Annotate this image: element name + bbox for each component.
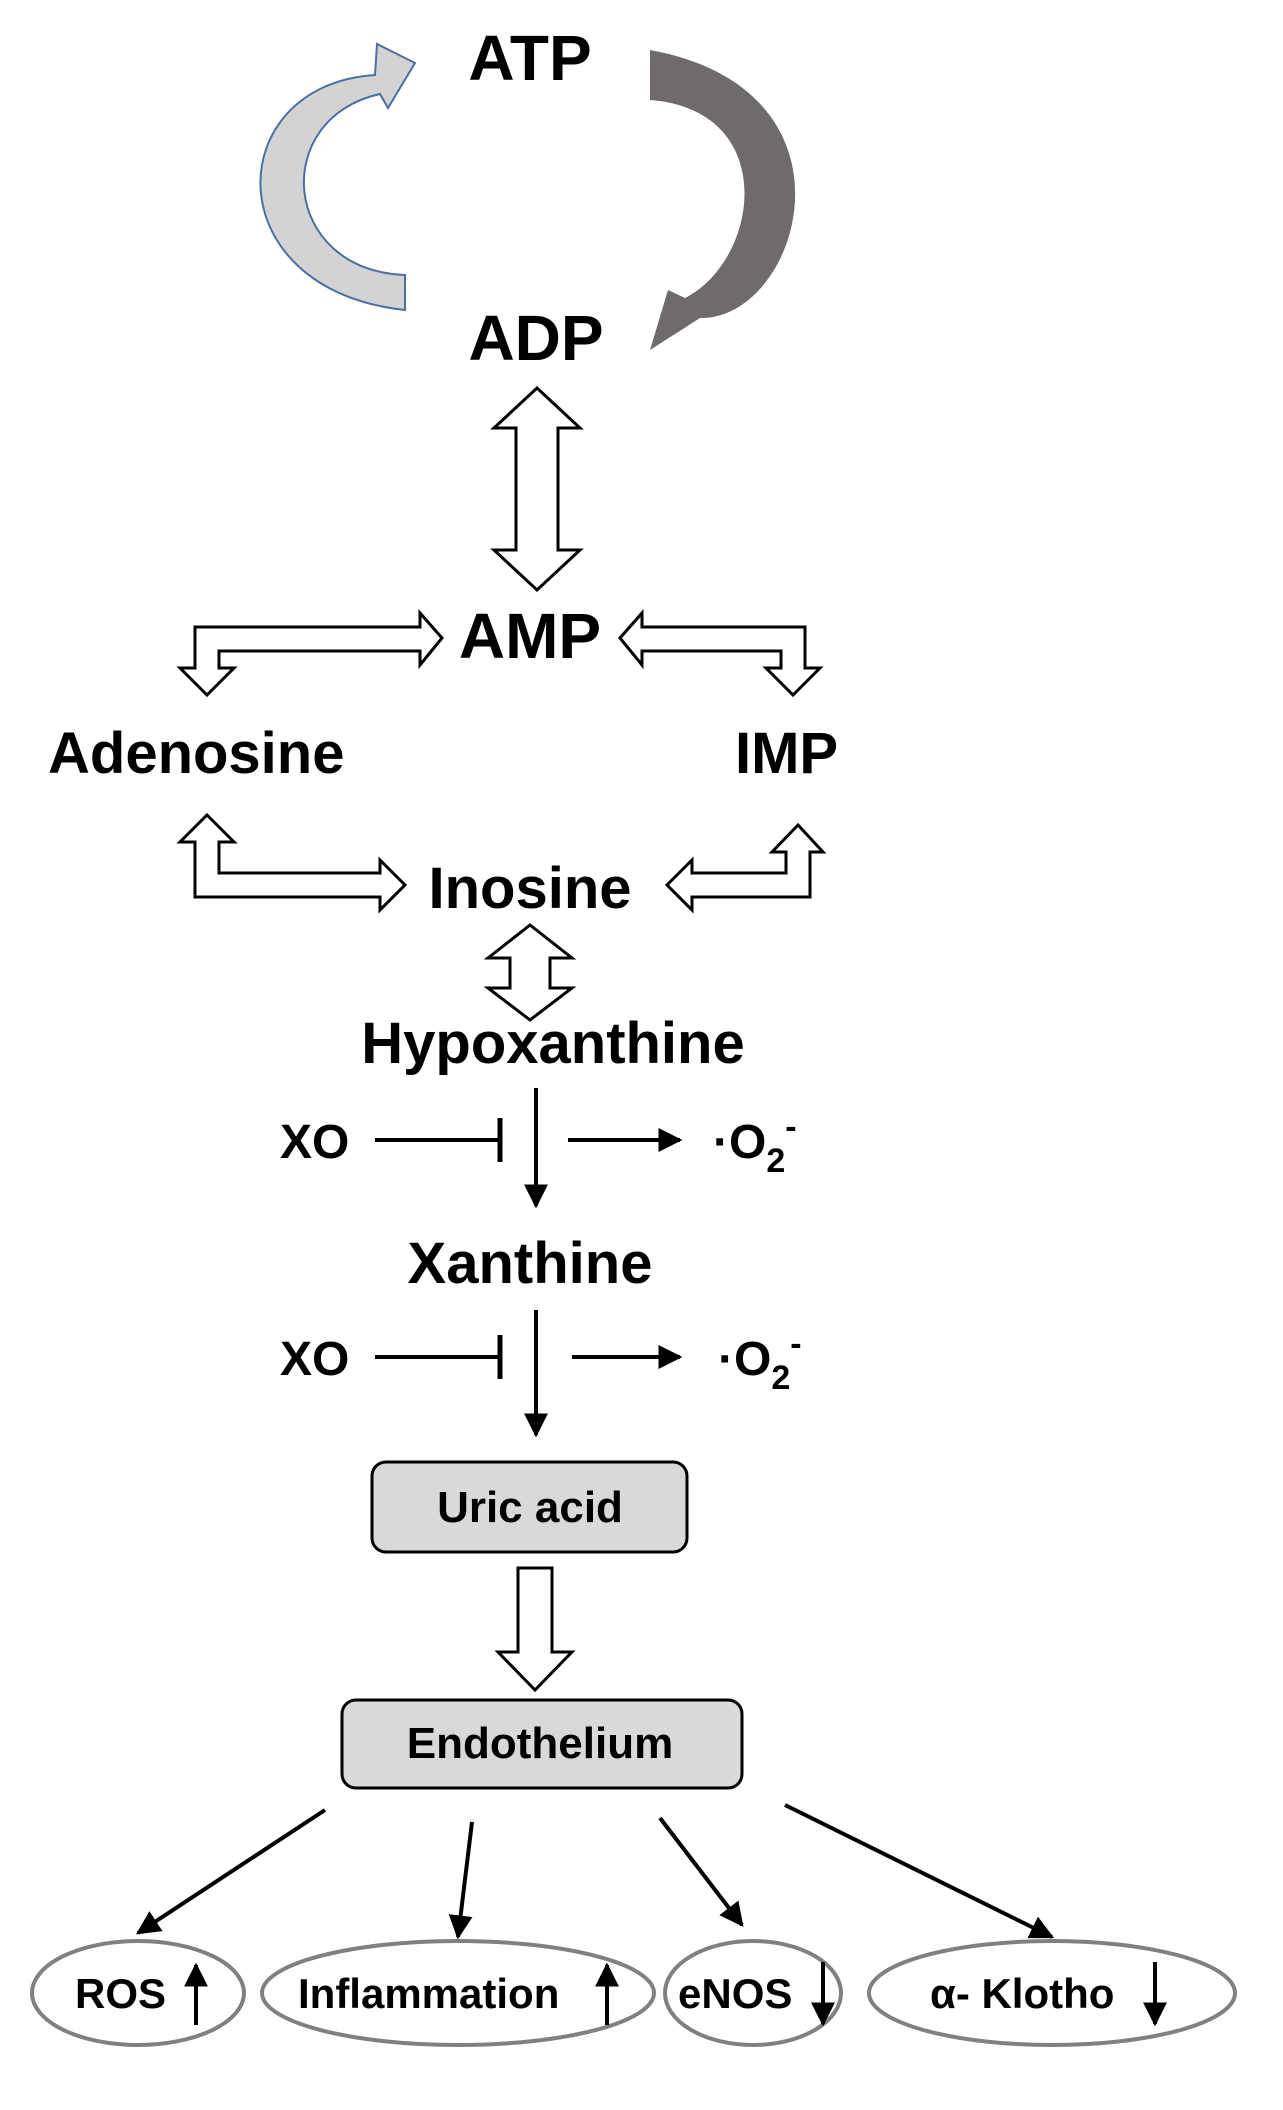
adenosine-label: Adenosine [48, 721, 345, 786]
imp-inosine-arrow [664, 822, 827, 914]
amp-adenosine-arrow [176, 609, 444, 698]
adenosine-inosine-arrow [176, 812, 408, 914]
endothelium-enos-arrow [658, 1816, 744, 1927]
outcome-inflammation-label: Inflammation [298, 1970, 559, 2017]
cycle-arrow-left [259, 42, 417, 312]
outcome-inflammation: Inflammation [260, 1939, 656, 2047]
outcome-enos-label: eNOS [678, 1970, 792, 2017]
xanthine-label: Xanthine [408, 1231, 653, 1296]
endothelium-ros-arrow [135, 1808, 327, 1935]
endothelium-box [340, 1698, 744, 1790]
adp-label: ADP [468, 302, 603, 374]
superoxide-label-1: ·O2- [713, 1108, 797, 1180]
endothelium-klotho-arrow [784, 1803, 1055, 1939]
inosine-label: Inosine [428, 856, 631, 921]
outcome-ros: ROS [30, 1939, 246, 2047]
inosine-hypoxanthine-arrow [483, 923, 577, 1022]
amp-label: AMP [459, 600, 601, 672]
xo-label-1: XO [280, 1116, 349, 1169]
outcome-klotho: α- Klotho [867, 1939, 1237, 2047]
adp-amp-arrow [490, 385, 584, 593]
superoxide-label-2: ·O2- [718, 1325, 802, 1397]
uric-acid-box [370, 1460, 689, 1554]
hypoxanthine-label: Hypoxanthine [361, 1011, 745, 1076]
xo-label-2: XO [280, 1333, 349, 1386]
outcome-klotho-label: α- Klotho [930, 1970, 1114, 2017]
atp-label: ATP [468, 22, 591, 94]
uric-acid-label: Uric acid [437, 1483, 623, 1532]
endothelium-inflammation-arrow [448, 1821, 474, 1940]
outcome-ros-label: ROS [75, 1970, 166, 2017]
outcome-enos: eNOS [663, 1939, 843, 2047]
amp-imp-arrow [618, 609, 824, 698]
uricacid-endothelium-arrow [494, 1566, 576, 1693]
imp-label: IMP [735, 721, 838, 786]
endothelium-label: Endothelium [407, 1719, 673, 1768]
cycle-arrow-right [650, 50, 796, 350]
